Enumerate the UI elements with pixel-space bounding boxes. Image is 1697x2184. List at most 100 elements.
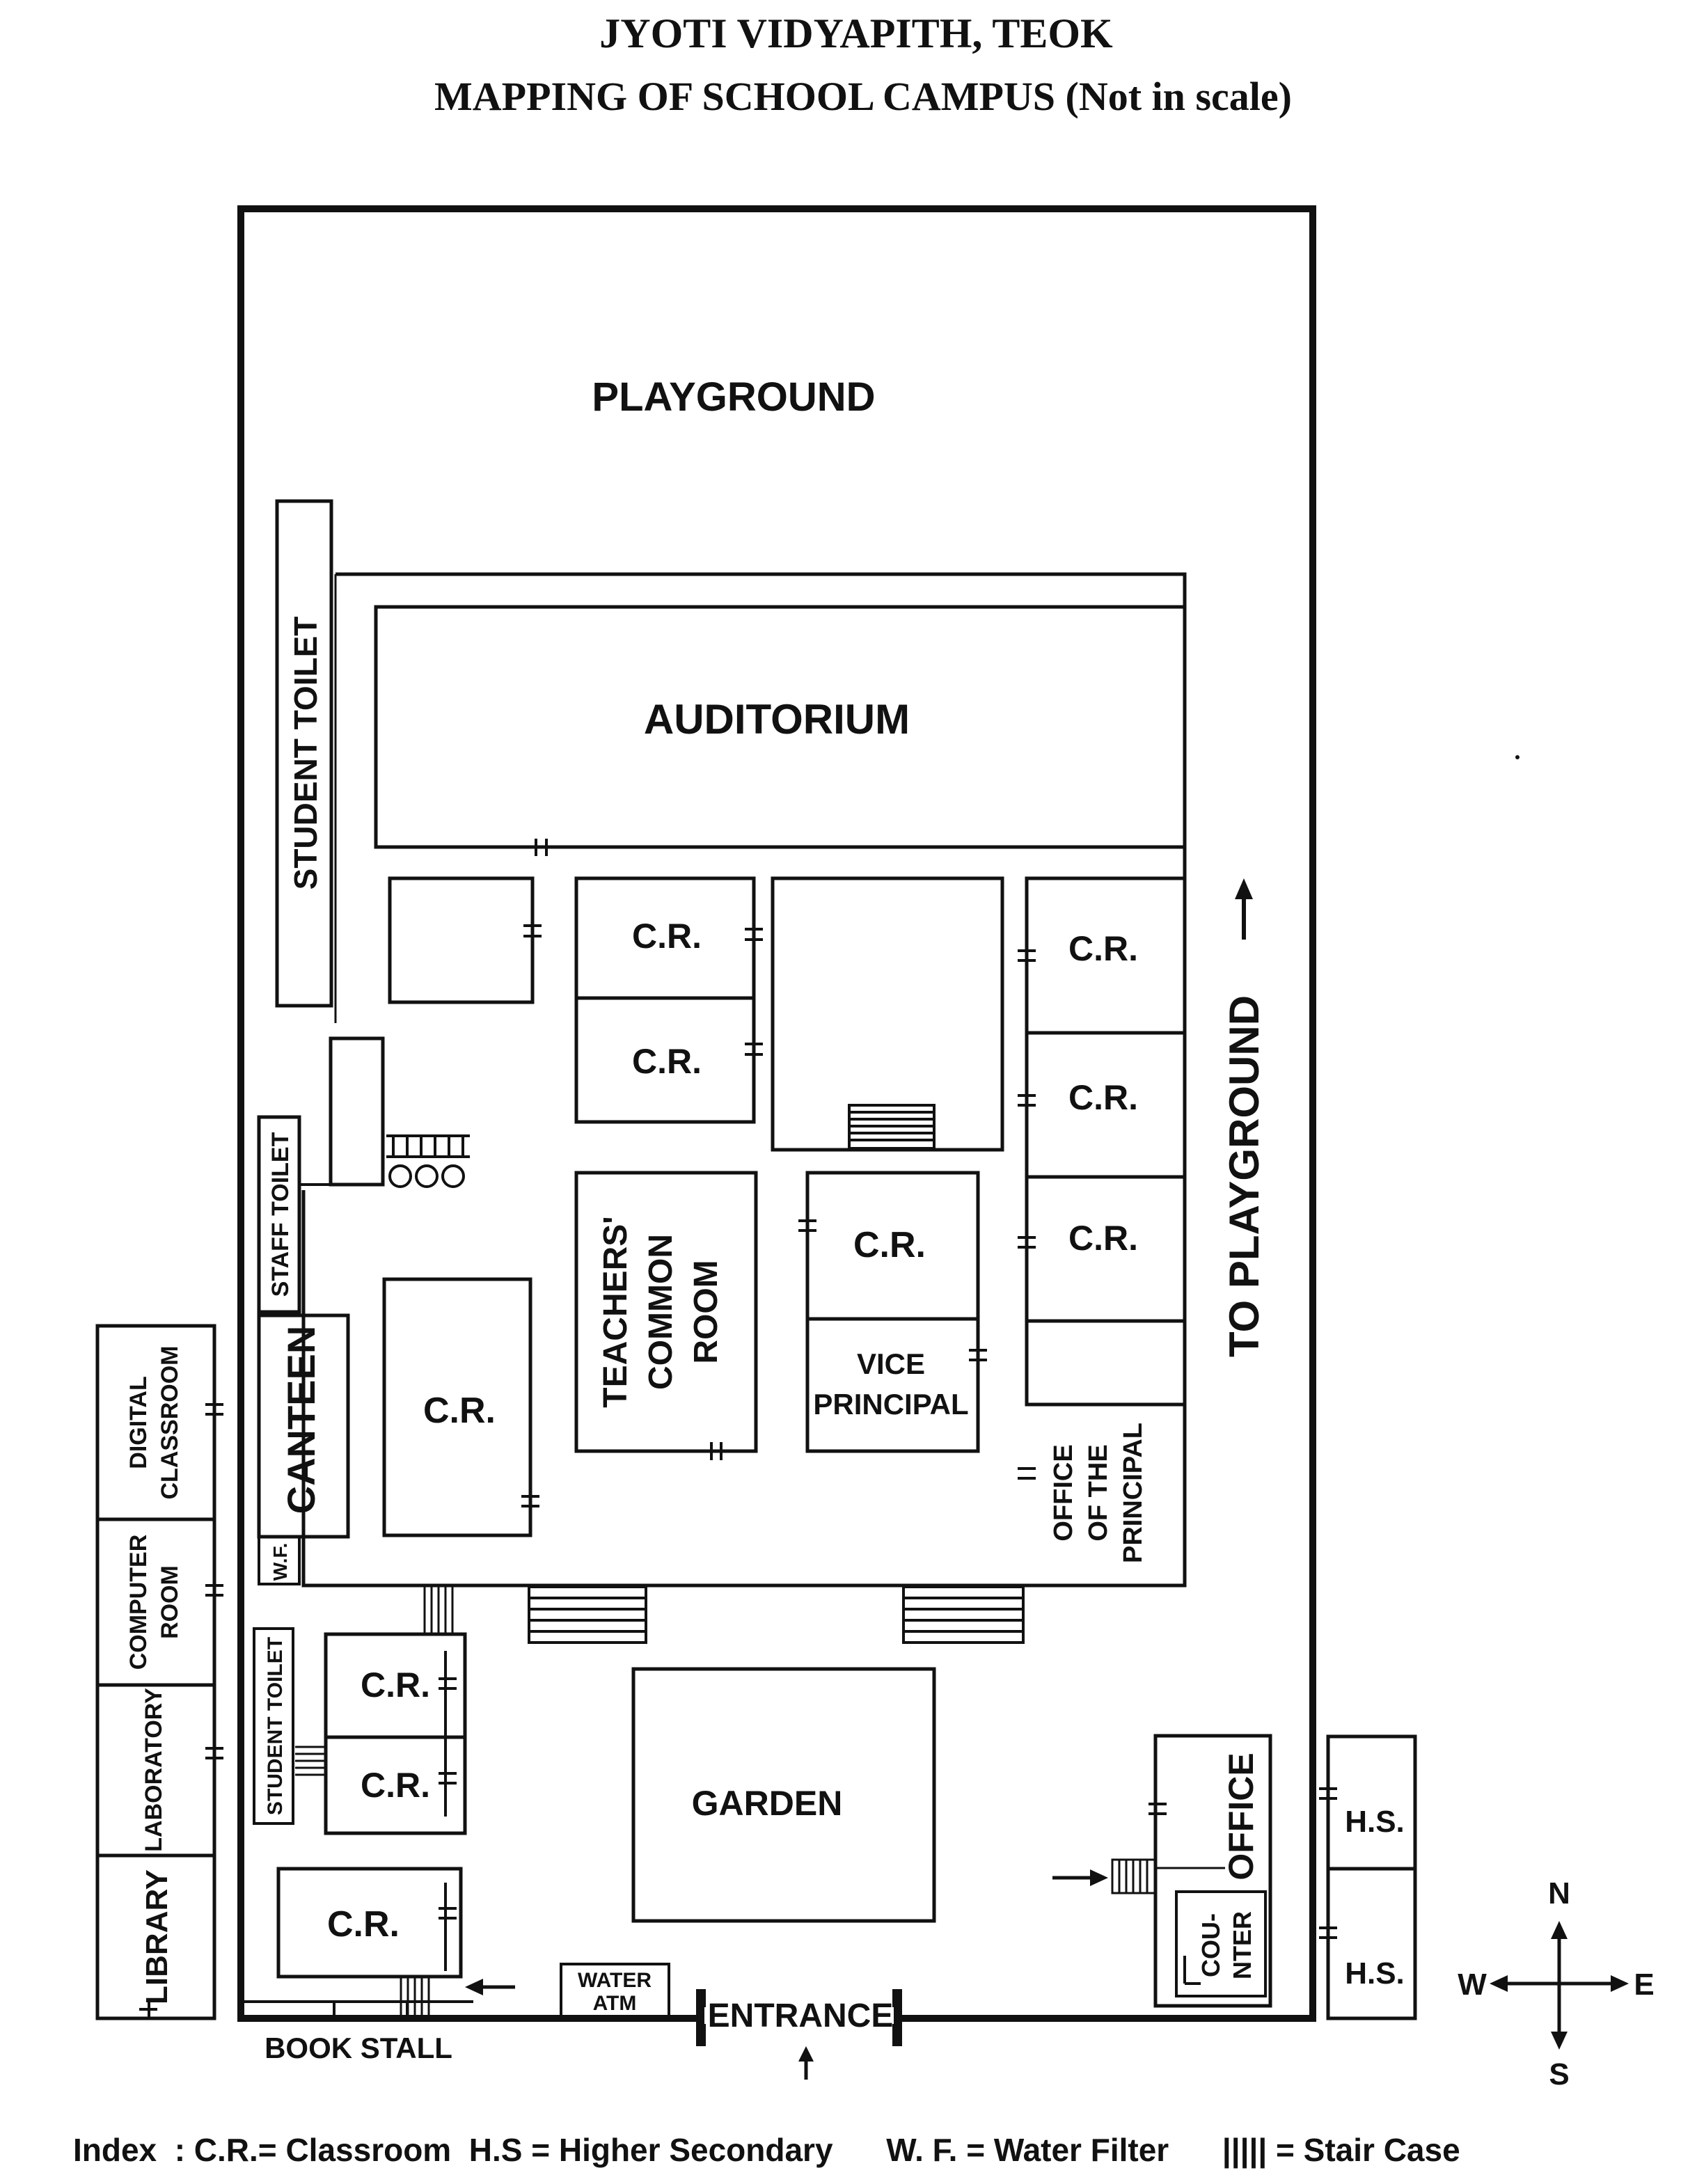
front-staircase-right xyxy=(902,1585,1025,1644)
auditorium xyxy=(374,605,1187,849)
vice-principal-room xyxy=(805,1317,980,1453)
playground-label: PLAYGROUND xyxy=(592,374,875,420)
entrance-arrow xyxy=(798,2046,814,2080)
hs-lower xyxy=(1326,1867,1417,2020)
entrance-label[interactable]: ENTRANCE xyxy=(708,1997,894,2034)
classroom-lower-2-label: C.R. xyxy=(361,1766,430,1805)
digital-classroom xyxy=(95,1324,216,1521)
principal-anteroom xyxy=(1025,1319,1187,1407)
lower-block-stair-top xyxy=(423,1587,454,1634)
stair-hall xyxy=(771,876,1004,1152)
garden xyxy=(631,1667,936,1923)
classroom-bottom-stair xyxy=(400,1975,430,2016)
teachers-room-door xyxy=(710,1442,723,1460)
front-staircase-left xyxy=(528,1585,647,1644)
auditorium-label: AUDITORIUM xyxy=(644,696,910,743)
office-stair xyxy=(1111,1858,1225,1894)
small-room xyxy=(388,876,535,1004)
computer-room-line2: ROOM xyxy=(157,1565,183,1639)
lower-block-doors xyxy=(439,1651,457,1817)
compass-west: W xyxy=(1458,1968,1487,2002)
water-filter xyxy=(258,1535,301,1585)
student-toilet-top-label: STUDENT TOILET xyxy=(287,617,324,890)
vice-principal-line2: PRINCIPAL xyxy=(813,1388,968,1421)
hs-upper xyxy=(1326,1734,1417,1871)
classroom-top-doors xyxy=(745,928,763,1056)
office-of-principal-line2: OF THE xyxy=(1084,1444,1113,1541)
counter-line2: NTER xyxy=(1228,1911,1256,1979)
entrance-gate-right xyxy=(892,1989,902,2046)
staff-toilet-label: STAFF TOILET xyxy=(267,1132,294,1297)
stair-hall-staircase xyxy=(848,1104,936,1150)
classroom-bottom-doors xyxy=(439,1883,457,1971)
student-toilet-top xyxy=(275,499,333,1008)
staff-toilet-block xyxy=(329,1036,385,1187)
entrance-gate-left xyxy=(696,1989,706,2046)
classroom-top-1-label: C.R. xyxy=(632,917,702,956)
digital-classroom-line2: CLASSROOM xyxy=(157,1346,183,1500)
classroom-top-2-label: C.R. xyxy=(632,1042,702,1081)
library xyxy=(95,1853,216,2020)
canteen-label: CANTEEN xyxy=(279,1326,323,1514)
office-doors xyxy=(1149,1803,1201,1985)
canteen xyxy=(257,1313,350,1539)
classroom-right-3-label: C.R. xyxy=(1068,1219,1138,1258)
laboratory-label: LABORATORY xyxy=(141,1688,167,1852)
small-room-door xyxy=(523,924,542,937)
classroom-right-1-label: C.R. xyxy=(1068,929,1138,968)
west-annex-doors xyxy=(139,1403,223,2018)
digital-classroom-line1: DIGITAL xyxy=(125,1376,152,1469)
compass-rose xyxy=(1490,1921,1629,2050)
campus-boundary xyxy=(237,205,1316,2022)
water-atm-line1: WATER xyxy=(578,1969,652,1992)
teachers-common-room xyxy=(574,1171,758,1453)
hs-upper-label: H.S. xyxy=(1345,1805,1405,1839)
middle-block-doors xyxy=(798,1219,987,1361)
compass-south: S xyxy=(1549,2057,1569,2091)
classroom-lower-1-label: C.R. xyxy=(361,1665,430,1704)
office-label: OFFICE xyxy=(1222,1752,1261,1880)
counter xyxy=(1175,1890,1267,1997)
classroom-left-large-door xyxy=(521,1495,539,1508)
counter-line1: COU- xyxy=(1197,1913,1225,1977)
main-building-outline xyxy=(301,572,1187,1588)
computer-room-line1: COMPUTER xyxy=(125,1535,152,1670)
classroom-lower-2 xyxy=(324,1735,467,1835)
staff-toilet-stair-and-taps xyxy=(386,1134,470,1188)
auditorium-door xyxy=(535,839,548,856)
staff-toilet xyxy=(257,1115,301,1314)
classroom-bottom-label: C.R. xyxy=(327,1904,400,1945)
legend-index: Index : C.R.= Classroom H.S = Higher Sec… xyxy=(73,2132,1460,2168)
garden-label: GARDEN xyxy=(692,1784,843,1823)
office-arrow xyxy=(1052,1869,1108,1886)
book-stall-label: BOOK STALL xyxy=(265,2032,452,2064)
vice-principal-line1: VICE xyxy=(857,1347,925,1380)
compass-north: N xyxy=(1548,1876,1570,1910)
water-atm xyxy=(560,1963,670,2018)
compass-east: E xyxy=(1634,1968,1654,2002)
stray-dot xyxy=(1515,755,1520,759)
student-toilet-lower-stair xyxy=(295,1746,326,1776)
classroom-bottom xyxy=(276,1867,463,1979)
map-title: JYOTI VIDYAPITH, TEOK xyxy=(599,10,1113,56)
library-label: LIBRARY xyxy=(140,1869,174,2004)
student-toilet-lower-label: STUDENT TOILET xyxy=(264,1637,287,1815)
classroom-middle-label: C.R. xyxy=(853,1225,926,1265)
hs-doors xyxy=(1319,1787,1337,1939)
entrance-gap xyxy=(704,2007,894,2024)
hs-lower-label: H.S. xyxy=(1345,1956,1405,1991)
to-playground-arrow xyxy=(1235,878,1253,940)
office-of-principal-line3: PRINCIPAL xyxy=(1119,1423,1148,1563)
office-of-principal-line1: OFFICE xyxy=(1049,1444,1078,1541)
to-playground-label: TO PLAYGROUND xyxy=(1221,995,1268,1357)
student-toilet-lower xyxy=(253,1627,294,1825)
teachers-common-room-line2: COMMON xyxy=(642,1234,679,1390)
classroom-right-2-label: C.R. xyxy=(1068,1078,1138,1117)
teachers-common-room-line1: TEACHERS' xyxy=(597,1216,634,1407)
classroom-left-large-label: C.R. xyxy=(423,1391,496,1431)
classroom-top-2 xyxy=(574,996,756,1124)
book-stall xyxy=(241,2000,473,2018)
map-subtitle: MAPPING OF SCHOOL CAMPUS (Not in scale) xyxy=(434,74,1292,119)
water-filter-label: W.F. xyxy=(269,1543,291,1581)
